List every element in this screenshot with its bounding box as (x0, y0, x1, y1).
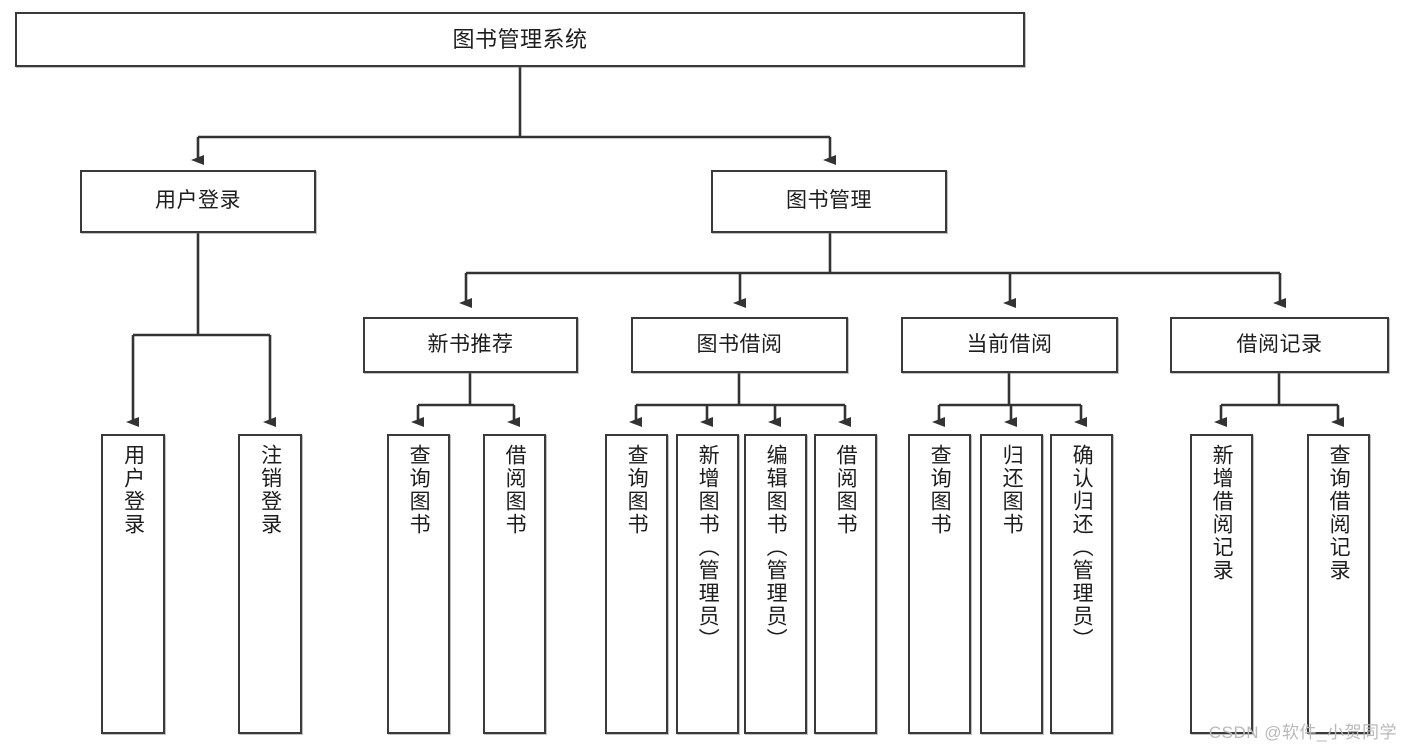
node-label: 注销登录 (258, 444, 282, 536)
node-book-management[interactable]: 图书管理 (711, 170, 947, 233)
leaf-edit-book-admin[interactable]: 编辑图书（管理员） (744, 434, 807, 734)
leaf-add-book-admin[interactable]: 新增图书（管理员） (676, 434, 739, 734)
node-new-book-recommend[interactable]: 新书推荐 (363, 317, 578, 373)
leaf-query-borrow-record[interactable]: 查询借阅记录 (1307, 434, 1370, 734)
node-label: 查询图书 (407, 444, 431, 536)
node-book-borrow[interactable]: 图书借阅 (631, 317, 848, 373)
leaf-logout[interactable]: 注销登录 (238, 434, 302, 734)
node-label: 新书推荐 (427, 332, 514, 356)
node-label: 编辑图书（管理员） (764, 444, 788, 651)
leaf-borrow-book-recommend[interactable]: 借阅图书 (483, 434, 546, 734)
node-label: 新增借阅记录 (1210, 444, 1234, 582)
node-label: 查询图书 (928, 444, 952, 536)
node-label: 查询图书 (625, 444, 649, 536)
node-label: 借阅图书 (503, 444, 527, 536)
node-label: 借阅图书 (834, 444, 858, 536)
node-label: 查询借阅记录 (1327, 444, 1351, 582)
leaf-return-book[interactable]: 归还图书 (980, 434, 1043, 734)
watermark-text: CSDN @软件_小贺同学 (1208, 723, 1397, 742)
node-root-system[interactable]: 图书管理系统 (15, 12, 1025, 67)
leaf-add-borrow-record[interactable]: 新增借阅记录 (1190, 434, 1253, 734)
leaf-user-login[interactable]: 用户登录 (101, 434, 165, 734)
node-label: 新增图书（管理员） (696, 444, 720, 651)
leaf-borrow-book[interactable]: 借阅图书 (814, 434, 877, 734)
leaf-query-book[interactable]: 查询图书 (605, 434, 668, 734)
node-label: 确认归还（管理员） (1070, 444, 1094, 651)
node-label: 归还图书 (1000, 444, 1024, 536)
node-label: 图书管理系统 (452, 26, 588, 52)
node-label: 用户登录 (155, 189, 241, 213)
node-label: 图书借阅 (696, 332, 783, 356)
node-label: 图书管理 (786, 189, 872, 213)
node-label: 当前借阅 (966, 332, 1053, 356)
node-user-login[interactable]: 用户登录 (80, 170, 316, 233)
node-current-borrow[interactable]: 当前借阅 (901, 317, 1118, 373)
leaf-query-book-recommend[interactable]: 查询图书 (387, 434, 450, 734)
leaf-confirm-return-admin[interactable]: 确认归还（管理员） (1050, 434, 1113, 734)
node-label: 借阅记录 (1236, 332, 1323, 356)
leaf-query-book-current[interactable]: 查询图书 (908, 434, 971, 734)
node-borrow-record[interactable]: 借阅记录 (1170, 317, 1389, 373)
node-label: 用户登录 (121, 444, 145, 536)
